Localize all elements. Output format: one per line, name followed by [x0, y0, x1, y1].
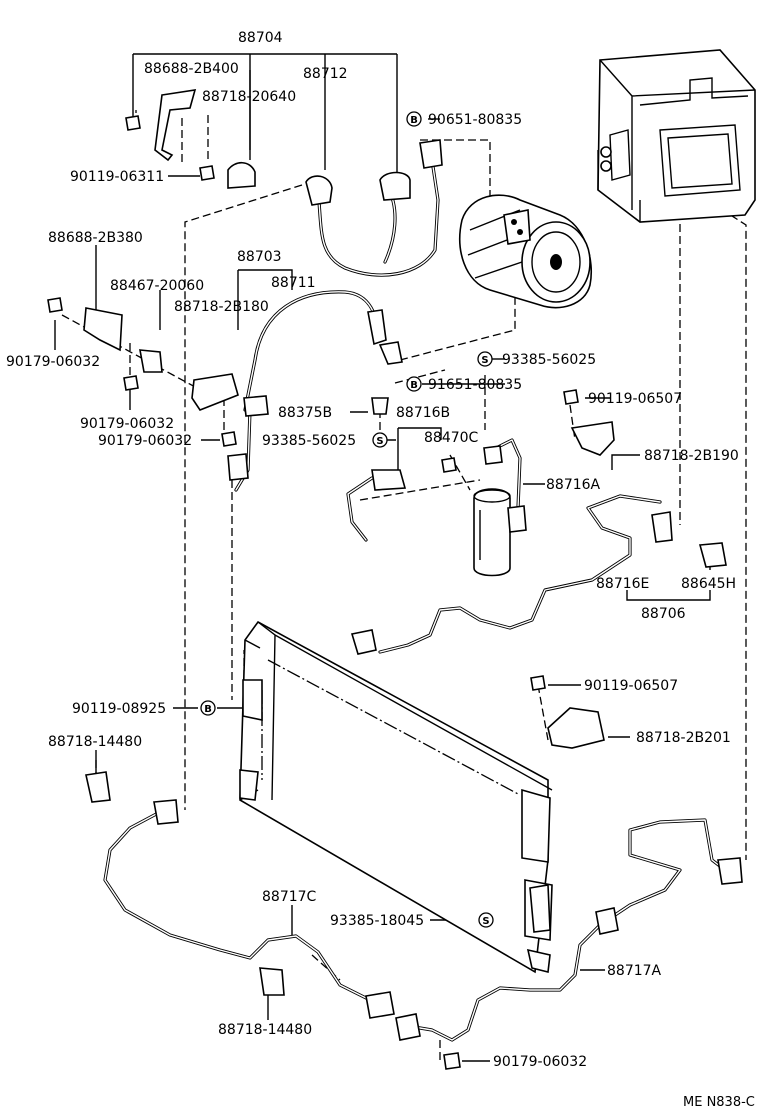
part-labels: 88704 88688-2B400 88712 88718-20640 9065… — [6, 30, 755, 1110]
label-90119-06311: 90119-06311 — [70, 169, 164, 185]
label-88717A: 88717A — [607, 963, 662, 979]
label-88718-2B201: 88718-2B201 — [636, 730, 731, 746]
label-88703: 88703 — [237, 249, 282, 265]
footer-code: ME N838-C — [683, 1095, 755, 1110]
label-88716E: 88716E — [596, 576, 649, 592]
label-88375B: 88375B — [278, 405, 332, 421]
small-parts — [47, 89, 743, 1070]
leader-lines — [54, 53, 711, 1062]
symbol-s-2: S — [372, 432, 388, 448]
symbol-b-1: B — [406, 111, 422, 127]
label-93385-18045: 93385-18045 — [330, 913, 424, 929]
symbol-b-3: B — [200, 700, 216, 716]
label-93385-56025-b: 93385-56025 — [262, 433, 356, 449]
symbol-s-3: S — [478, 912, 494, 928]
svg-text:B: B — [410, 380, 418, 391]
label-90651-80835: 90651-80835 — [428, 112, 522, 128]
label-90179-06032-a: 90179-06032 — [6, 354, 100, 370]
label-88717C: 88717C — [262, 889, 317, 905]
receiver-dryer — [473, 488, 511, 577]
label-90119-08925: 90119-08925 — [72, 701, 166, 717]
label-90179-06032-c: 90179-06032 — [98, 433, 192, 449]
label-88718-2B180: 88718-2B180 — [174, 299, 269, 315]
label-88718-20640: 88718-20640 — [202, 89, 296, 105]
compressor — [459, 194, 592, 309]
svg-text:B: B — [410, 115, 418, 126]
label-90119-06507-a: 90119-06507 — [588, 391, 682, 407]
label-88467-20060: 88467-20060 — [110, 278, 204, 294]
label-88470C: 88470C — [424, 430, 479, 446]
label-88716A: 88716A — [546, 477, 601, 493]
label-88688-2B380: 88688-2B380 — [48, 230, 143, 246]
svg-text:S: S — [482, 916, 489, 927]
label-90119-06507-b: 90119-06507 — [584, 678, 678, 694]
label-88706: 88706 — [641, 606, 686, 622]
svg-text:B: B — [204, 704, 212, 715]
svg-text:S: S — [376, 436, 383, 447]
symbol-b-2: B — [406, 376, 422, 392]
label-91651-80835: 91651-80835 — [428, 377, 522, 393]
label-88645H: 88645H — [681, 576, 736, 592]
label-88712: 88712 — [303, 66, 348, 82]
label-88711: 88711 — [271, 275, 316, 291]
label-88716B: 88716B — [396, 405, 450, 421]
label-88688-2B400: 88688-2B400 — [144, 61, 239, 77]
label-93385-56025-a: 93385-56025 — [502, 352, 596, 368]
label-90179-06032-b: 90179-06032 — [80, 416, 174, 432]
symbol-s-1: S — [477, 351, 493, 367]
evaporator-unit — [597, 49, 756, 223]
label-88718-14480-a: 88718-14480 — [48, 734, 142, 750]
svg-text:S: S — [481, 355, 488, 366]
label-88718-2B190: 88718-2B190 — [644, 448, 739, 464]
label-88718-14480-b: 88718-14480 — [218, 1022, 312, 1038]
label-90179-06032-d: 90179-06032 — [493, 1054, 587, 1070]
label-88704: 88704 — [238, 30, 283, 46]
